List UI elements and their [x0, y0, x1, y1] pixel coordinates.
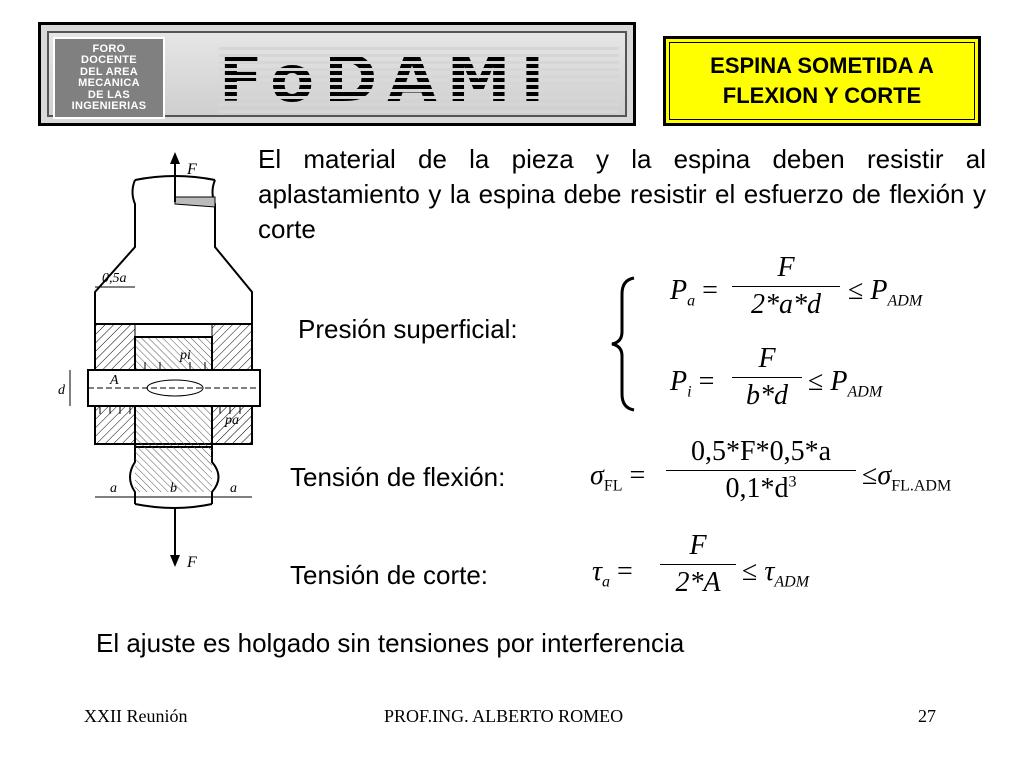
formula-corte-fraction: F 2*A — [660, 530, 736, 599]
logo-line: DEL AREA — [79, 65, 139, 78]
diagram-label-half-a: 0,5a — [102, 271, 127, 286]
logo-line: INGENIERIAS — [71, 100, 147, 112]
diagram-label-a-right: a — [230, 481, 237, 496]
slide-title-line-2: FLEXION Y CORTE — [722, 83, 922, 108]
formula-subscript: ADM — [887, 292, 923, 310]
diagram-label-b: b — [170, 481, 177, 496]
formula-subscript: FL.ADM — [891, 477, 952, 495]
diagram-label-a-left: a — [110, 481, 117, 496]
footer-left: XXII Reunión — [84, 706, 188, 726]
logo-frame: FORO DOCENTE DEL AREA MECANICA DE LAS IN… — [47, 31, 627, 119]
formula-subscript: ADM — [774, 573, 810, 591]
formula-corte-lhs: τa = — [592, 556, 633, 591]
formula-numerator: F — [777, 252, 795, 283]
formula-denominator: b*d — [746, 380, 788, 411]
logo-line: FORO — [92, 42, 126, 55]
label-presion-superficial: Presión superficial: — [298, 314, 518, 344]
footer-page-number: 27 — [918, 706, 936, 726]
formula-symbol: P — [830, 366, 848, 397]
formula-denominator: 2*a*d — [751, 289, 821, 320]
formula-numerator: F — [758, 343, 776, 374]
formula-subscript: ADM — [847, 383, 883, 401]
slide-title-box: ESPINA SOMETIDA A FLEXION Y CORTE — [663, 36, 981, 126]
formula-superscript: 3 — [788, 473, 797, 491]
formula-pa-lhs: Pa = — [670, 275, 718, 310]
formula-numerator: F — [689, 530, 707, 561]
formula-subscript: a — [602, 573, 611, 591]
intro-paragraph: El material de la pieza y la espina debe… — [258, 144, 986, 244]
system-brace — [611, 276, 635, 412]
formula-pa-fraction: F 2*a*d — [732, 252, 840, 321]
formula-pi-fraction: F b*d — [732, 343, 802, 412]
formula-pi-rhs: ≤ PADM — [808, 366, 883, 401]
formula-flex-lhs: σFL = — [590, 460, 646, 495]
diagram-label-pi: pi — [179, 348, 191, 363]
footer-center: PROF.ING. ALBERTO ROMEO — [384, 706, 624, 726]
formula-subscript: FL — [603, 477, 623, 495]
formula-symbol: σ — [590, 460, 604, 491]
formula-symbol: P — [670, 366, 688, 397]
formula-pi-lhs: Pi = — [670, 366, 715, 401]
logo-wordmark: FoDAMI — [219, 43, 555, 117]
formula-denominator: 2*A — [675, 567, 721, 598]
conclusion-text: El ajuste es holgado sin tensiones por i… — [96, 628, 685, 658]
label-tension-corte: Tensión de corte: — [290, 560, 489, 590]
slide-title-line-1: ESPINA SOMETIDA A — [710, 53, 934, 78]
formula-subscript: a — [687, 292, 696, 310]
logo-banner: FORO DOCENTE DEL AREA MECANICA DE LAS IN… — [38, 22, 636, 126]
pin-joint-diagram: F F 0,5a d A pi pa a b a — [58, 152, 261, 571]
formula-flex-fraction: 0,5*F*0,5*a 0,1*d3 — [666, 436, 856, 505]
logo-line: DOCENTE — [81, 54, 137, 66]
formula-pa-rhs: ≤ PADM — [848, 275, 923, 310]
diagram-label-d: d — [58, 383, 66, 398]
logo-line: DE LAS — [87, 88, 131, 101]
formula-symbol: P — [870, 275, 888, 306]
diagram-label-pa: pa — [224, 413, 239, 428]
slide-title: ESPINA SOMETIDA A FLEXION Y CORTE — [677, 51, 967, 111]
label-tension-flexion: Tensión de flexión: — [290, 462, 506, 492]
formula-flex-rhs: ≤σFL.ADM — [862, 460, 952, 495]
diagram-label-F-top: F — [186, 161, 197, 178]
formula-numerator: 0,5*F*0,5*a — [691, 436, 831, 467]
formula-corte-rhs: ≤ τADM — [742, 556, 810, 591]
formula-denominator: 0,1*d — [725, 473, 789, 504]
diagram-label-A: A — [109, 373, 119, 388]
formula-subscript: i — [687, 383, 692, 401]
formula-symbol: P — [670, 275, 688, 306]
formula-denominator-group: 0,1*d3 — [666, 473, 856, 505]
formula-symbol: τ — [764, 556, 775, 587]
logo-foro-box: FORO DOCENTE DEL AREA MECANICA DE LAS IN… — [53, 37, 165, 119]
logo-line: MECANICA — [78, 77, 140, 89]
formula-symbol: τ — [592, 556, 603, 587]
formula-symbol: σ — [877, 460, 892, 491]
diagram-label-F-bottom: F — [186, 554, 197, 571]
